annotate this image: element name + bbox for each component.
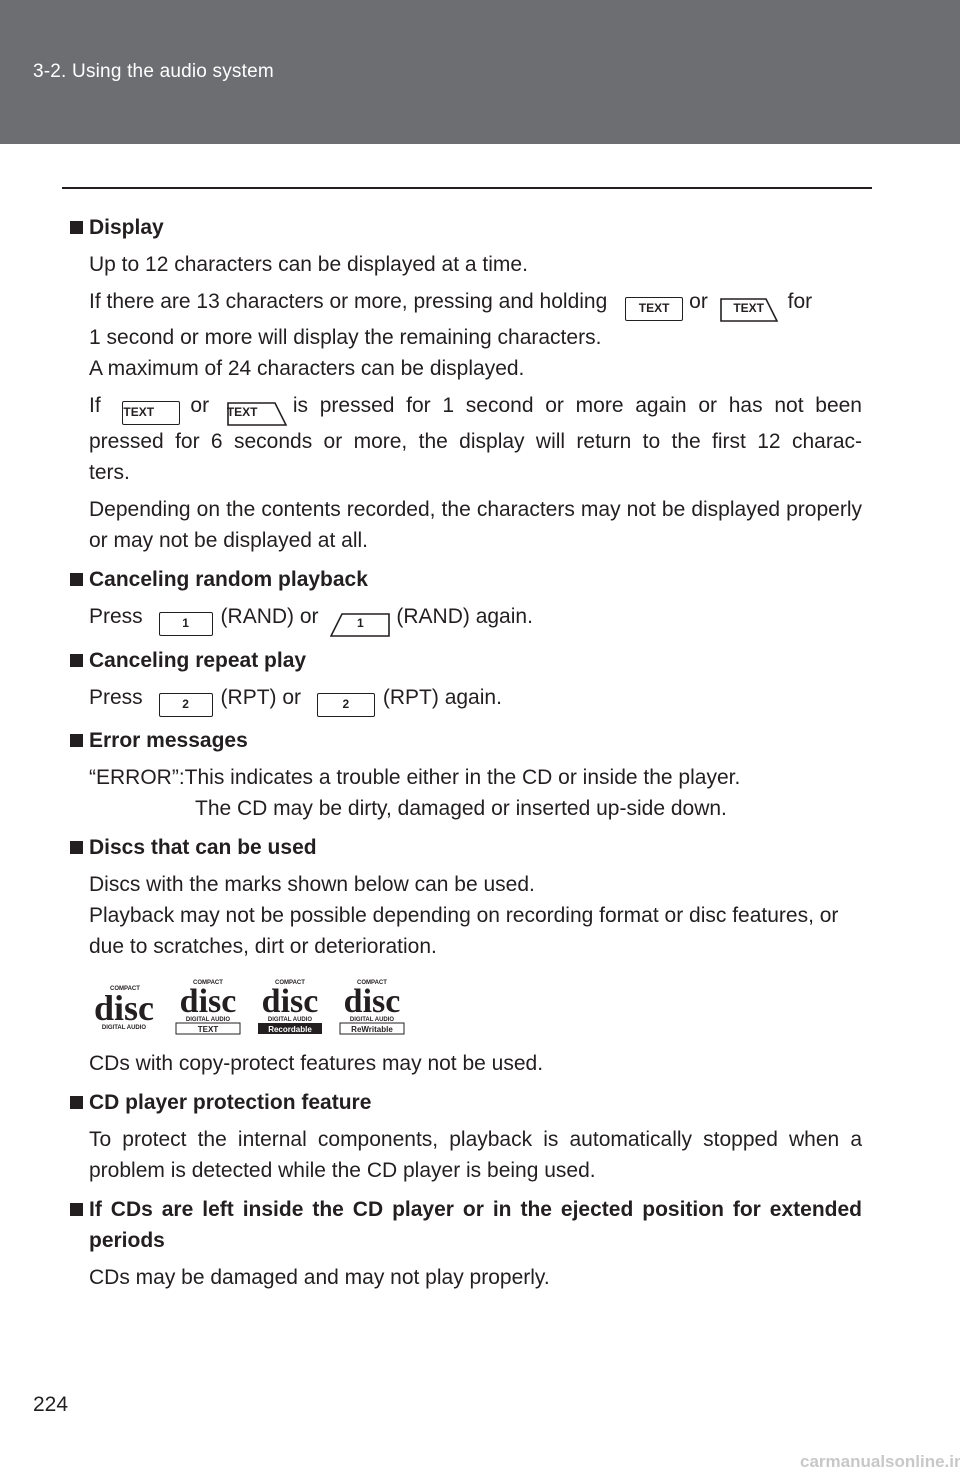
preset-2-button-icon: 2 <box>158 693 213 717</box>
square-bullet-icon <box>70 841 83 854</box>
page-number: 224 <box>33 1393 69 1416</box>
discs-p3: CDs with copy-protect features may not b… <box>89 1052 544 1075</box>
svg-text:disc: disc <box>344 983 401 1020</box>
svg-text:ReWritable: ReWritable <box>351 1025 393 1034</box>
svg-text:DIGITAL AUDIO: DIGITAL AUDIO <box>186 1017 231 1023</box>
svg-text:disc: disc <box>94 988 154 1028</box>
page-header: 3-2. Using the audio system <box>0 0 960 144</box>
display-p2: If there are 13 characters or more, pres… <box>89 286 862 322</box>
heading-protection: CD player protection feature <box>70 1087 862 1118</box>
compact-disc-text-logo: COMPACT disc DIGITAL AUDIO TEXT <box>175 980 241 1035</box>
svg-text:TEXT: TEXT <box>198 1025 219 1034</box>
svg-text:DIGITAL AUDIO: DIGITAL AUDIO <box>102 1025 147 1031</box>
svg-text:COMPACT: COMPACT <box>357 980 387 986</box>
preset-2-button-alt-icon: 2 <box>316 693 375 717</box>
display-p2d: A maximum of 24 characters can be displa… <box>89 357 525 380</box>
square-bullet-icon <box>70 654 83 667</box>
display-p1: Up to 12 characters can be displayed at … <box>89 253 528 276</box>
svg-text:disc: disc <box>262 983 319 1020</box>
text-button-icon: TEXT <box>625 297 684 321</box>
error-line2: The CD may be dirty, damaged or inserted… <box>195 797 727 820</box>
error-line1: “ERROR”:This indicates a trouble either … <box>89 766 741 789</box>
display-p4: Depending on the contents recorded, the … <box>89 498 862 552</box>
compact-disc-rewritable-logo: COMPACT disc DIGITAL AUDIO ReWritable <box>339 980 405 1035</box>
display-p3c: ters. <box>89 461 130 484</box>
svg-text:DIGITAL AUDIO: DIGITAL AUDIO <box>268 1017 313 1023</box>
svg-text:COMPACT: COMPACT <box>110 986 140 992</box>
heading-repeat: Canceling repeat play <box>70 645 862 676</box>
left-inside-p1: CDs may be damaged and may not play prop… <box>89 1266 550 1289</box>
text-button-alt-icon: TEXT <box>719 298 778 322</box>
repeat-line: Press 2(RPT) or 2(RPT) again. <box>89 682 862 717</box>
heading-discs: Discs that can be used <box>70 832 862 863</box>
heading-display: Display <box>70 212 862 243</box>
watermark: carmanualsonline.info <box>800 1452 960 1471</box>
svg-text:COMPACT: COMPACT <box>193 980 223 986</box>
discs-p1: Discs with the marks shown below can be … <box>89 873 535 896</box>
header-rule <box>62 187 872 189</box>
preset-1-button-icon: 1 <box>158 612 213 636</box>
text-button-alt-icon: TEXT <box>226 402 287 426</box>
display-p2c: 1 second or more will display the remain… <box>89 326 602 349</box>
discs-p2: Playback may not be possible depending o… <box>89 904 839 958</box>
random-line: Press 1(RAND) or 1(RAND) again. <box>89 601 862 637</box>
heading-left-inside: If CDs are left inside the CD player or … <box>70 1194 862 1256</box>
page-content: Display Up to 12 characters can be displ… <box>70 212 862 1293</box>
square-bullet-icon <box>70 1203 83 1216</box>
heading-random: Canceling random playback <box>70 564 862 595</box>
preset-1-button-alt-icon: 1 <box>330 613 391 637</box>
protection-p1: To protect the internal components, play… <box>89 1128 862 1182</box>
compact-disc-logo: COMPACT disc DIGITAL AUDIO <box>94 986 154 1031</box>
square-bullet-icon <box>70 734 83 747</box>
svg-text:DIGITAL AUDIO: DIGITAL AUDIO <box>350 1017 395 1023</box>
display-p3b: pressed for 6 seconds or more, the displ… <box>89 430 862 453</box>
cd-logos: COMPACT disc DIGITAL AUDIO COMPACT disc … <box>89 976 862 1038</box>
square-bullet-icon <box>70 573 83 586</box>
square-bullet-icon <box>70 1096 83 1109</box>
section-title: 3-2. Using the audio system <box>33 61 274 82</box>
square-bullet-icon <box>70 221 83 234</box>
svg-text:disc: disc <box>180 983 237 1020</box>
svg-text:COMPACT: COMPACT <box>275 980 305 986</box>
compact-disc-recordable-logo: COMPACT disc DIGITAL AUDIO Recordable <box>258 980 322 1034</box>
svg-text:Recordable: Recordable <box>268 1025 312 1034</box>
heading-error: Error messages <box>70 725 862 756</box>
text-button-icon: TEXT <box>122 401 181 425</box>
